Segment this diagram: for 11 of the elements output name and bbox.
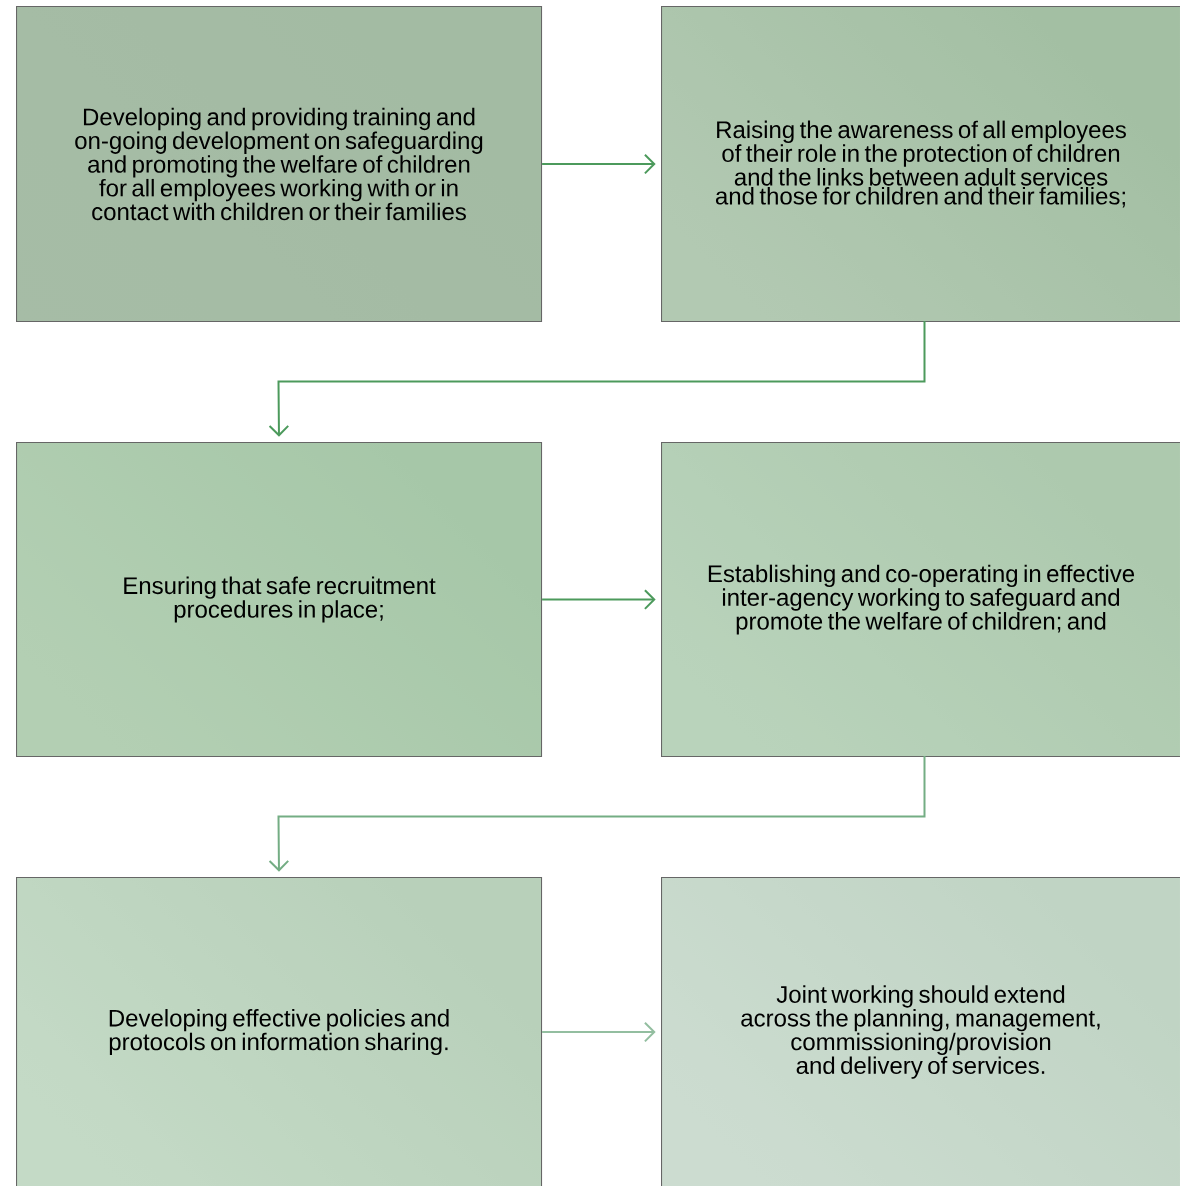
- process-box: Establishing and co-operating in effective inter-agency working to safeguard and promote the welfare of children; and: [661, 442, 1180, 758]
- arrow: [541, 153, 656, 175]
- process-box: Ensuring that safe recruitment procedures in place;: [16, 442, 543, 758]
- process-box: Developing effective policies and protocols on information sharing.: [16, 877, 543, 1186]
- process-box: Raising the awareness of all employees of their role in the protection of children and the links between adult services and those for children and their families;: [661, 6, 1180, 323]
- arrow: [268, 755, 926, 872]
- arrow: [541, 589, 656, 610]
- process-box: Joint working should extend across the planning, management, commissioning/provision and delivery of services.: [661, 877, 1180, 1186]
- process-box: Developing and providing training and on-going development on safeguarding and promoting the welfare of children for all employees working with or in contact with children or their families: [16, 6, 543, 323]
- arrow: [541, 1021, 656, 1043]
- arrow: [268, 320, 926, 437]
